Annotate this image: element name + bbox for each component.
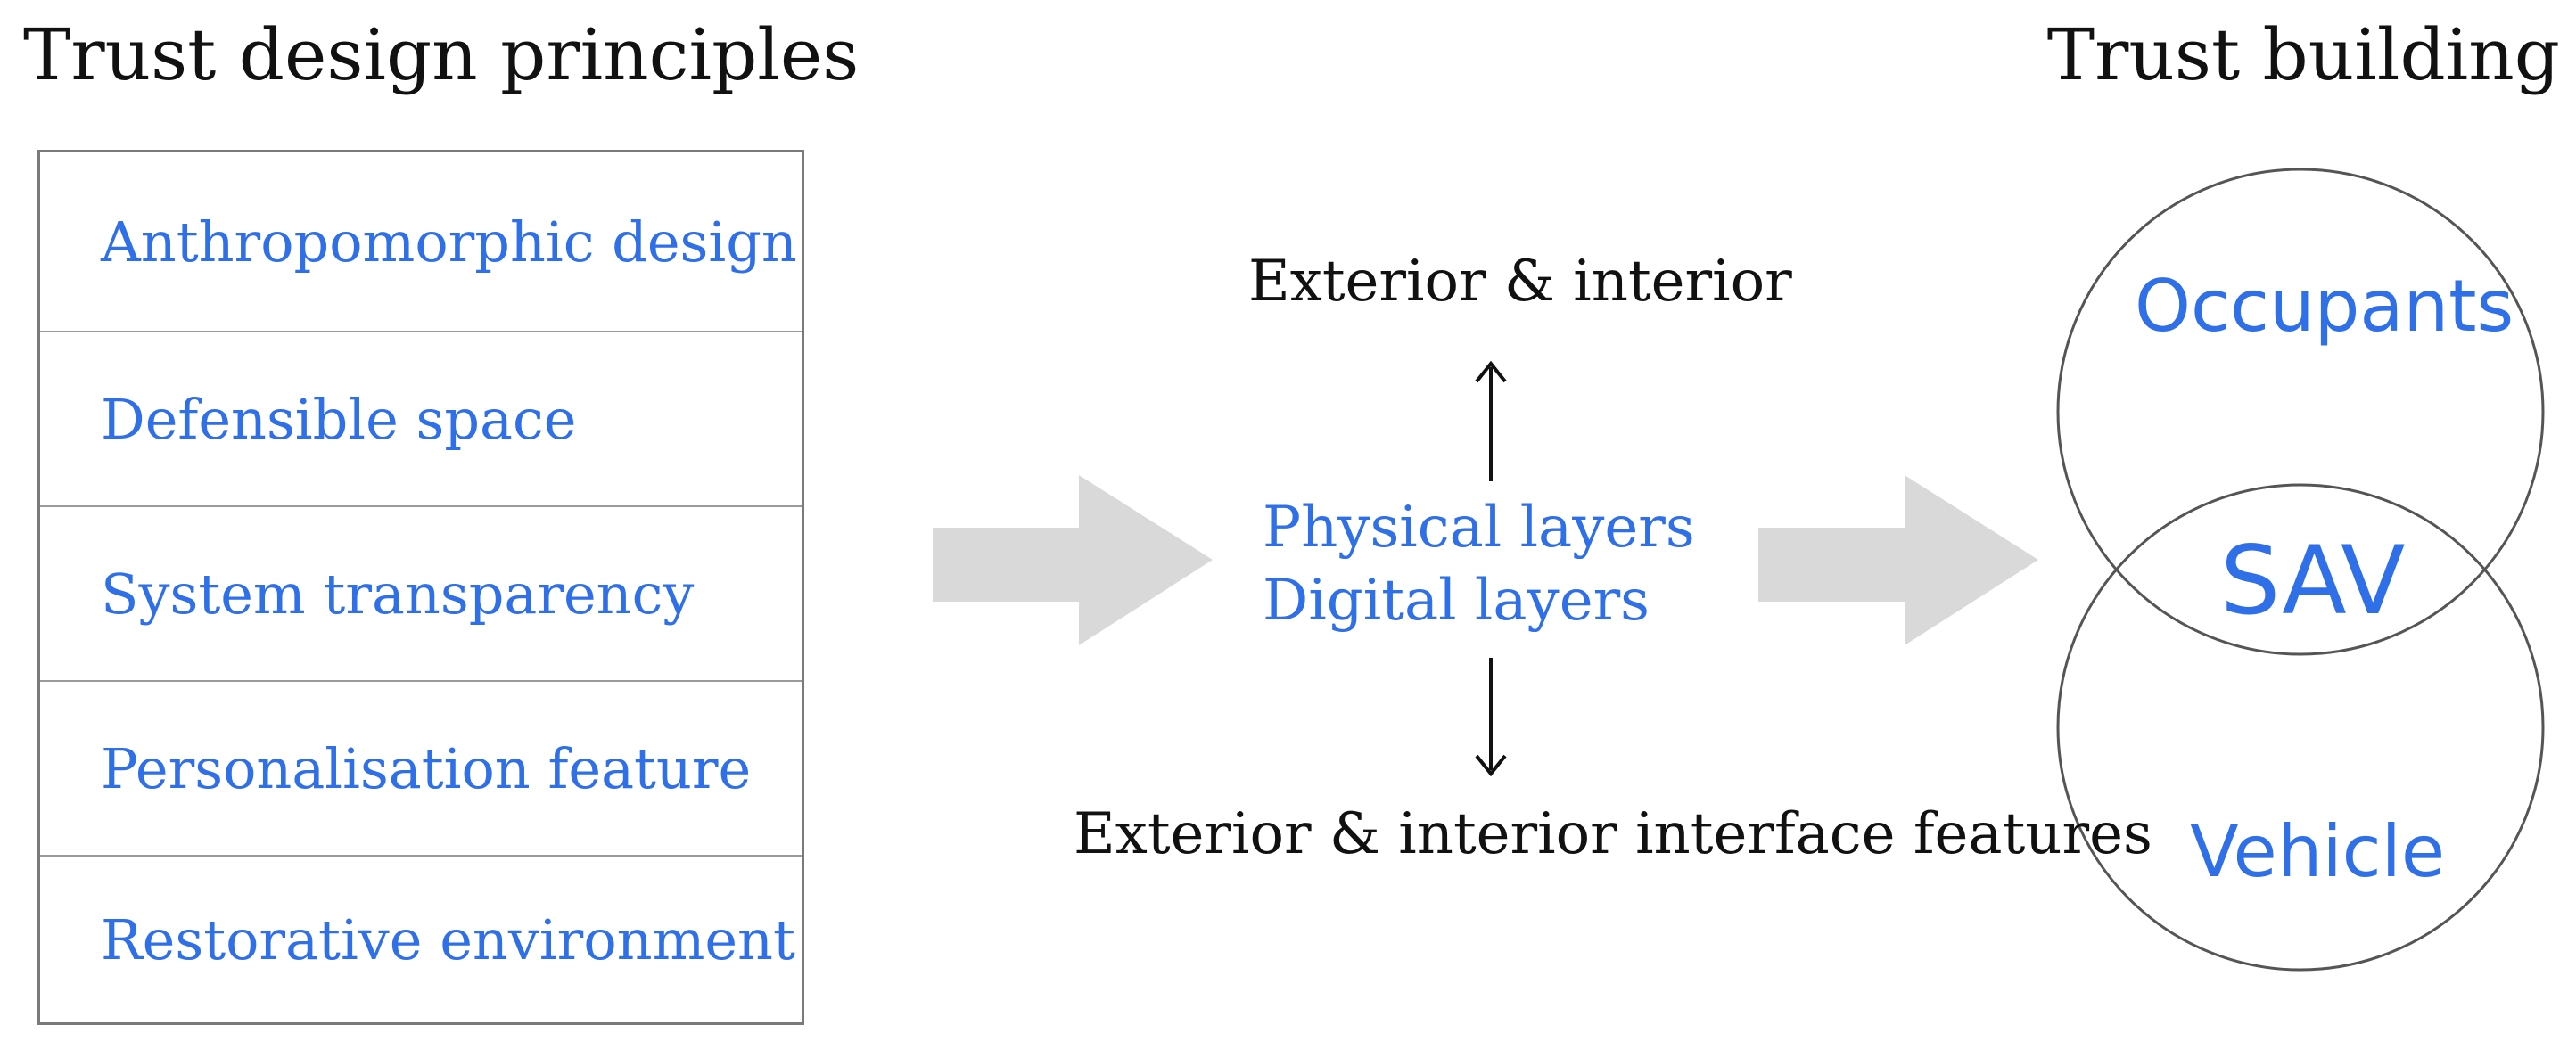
physical-layers-label: Physical layers <box>1263 495 1695 561</box>
down-arrow-icon <box>1475 658 1507 777</box>
vehicle-label: Vehicle <box>2190 810 2446 893</box>
up-arrow-icon <box>1475 360 1507 481</box>
principle-defensible-space: Defensible space <box>101 386 577 452</box>
venn-circle-occupants <box>2056 168 2545 656</box>
exterior-interior-label: Exterior & interior <box>1248 249 1792 315</box>
block-arrow-left <box>933 475 1213 645</box>
trust-building-title: Trust building <box>2046 13 2560 96</box>
principle-row: System transparency <box>40 507 802 682</box>
principle-row: Defensible space <box>40 332 802 507</box>
principle-row: Anthropomorphic design <box>40 152 802 332</box>
principle-personalisation-feature: Personalisation feature <box>101 735 752 801</box>
venn-circle-vehicle <box>2056 483 2545 972</box>
principles-title: Trust design principles <box>23 13 860 96</box>
sav-label: SAV <box>2220 526 2406 636</box>
principle-system-transparency: System transparency <box>101 561 695 627</box>
principle-row: Restorative environment <box>40 857 802 1022</box>
interface-features-label: Exterior & interior interface features <box>1074 801 2152 867</box>
principle-anthropomorphic-design: Anthropomorphic design <box>101 209 797 275</box>
principles-table: Anthropomorphic design Defensible space … <box>37 150 804 1025</box>
block-arrow-right <box>1758 475 2038 645</box>
principle-row: Personalisation feature <box>40 682 802 857</box>
digital-layers-label: Digital layers <box>1263 568 1650 634</box>
principle-restorative-environment: Restorative environment <box>101 906 795 972</box>
occupants-label: Occupants <box>2135 265 2514 348</box>
